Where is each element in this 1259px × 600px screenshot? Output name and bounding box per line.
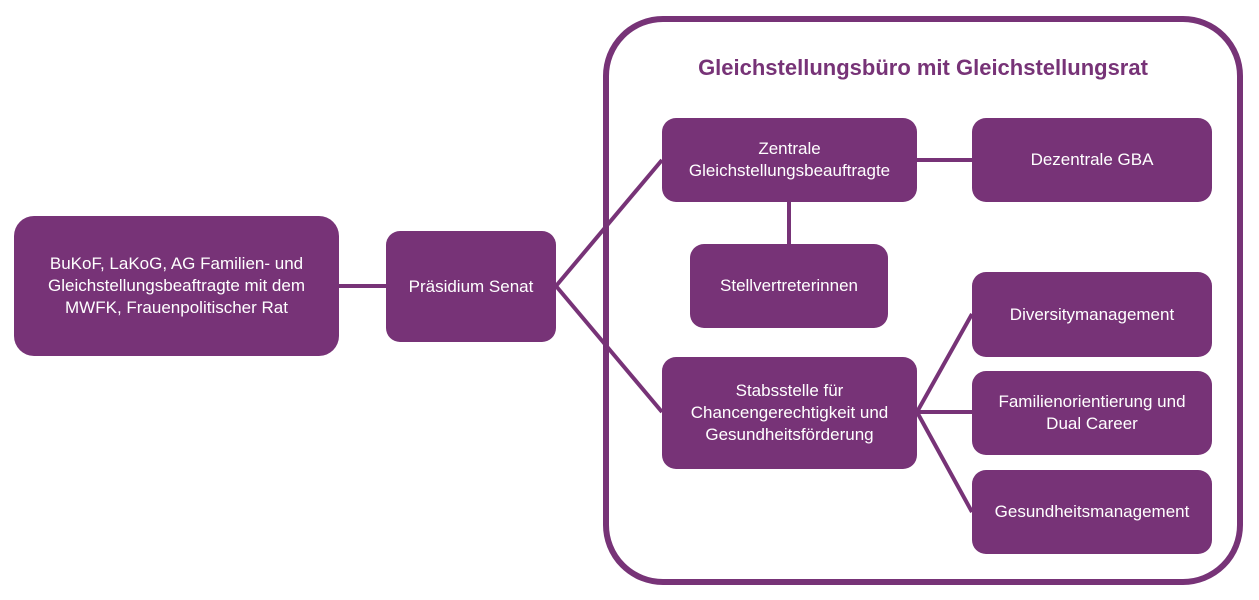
node-diversity: Diversitymanagement	[972, 272, 1212, 357]
node-familien: Familienorientierung und Dual Career	[972, 371, 1212, 455]
gleichstellungsbuero-container	[603, 16, 1243, 585]
node-zentrale: Zentrale Gleichstellungsbeauftragte	[662, 118, 917, 202]
node-dezentrale: Dezentrale GBA	[972, 118, 1212, 202]
node-stabsstelle: Stabsstelle für Chancengerechtigkeit und…	[662, 357, 917, 469]
connector-praesidium-zentrale	[554, 158, 664, 288]
connector-praesidium-stabsstelle	[554, 284, 664, 414]
node-praesidium: Präsidium Senat	[386, 231, 556, 342]
connector-stabsstelle-gesundheit	[915, 411, 974, 513]
node-external: BuKoF, LaKoG, AG Familien- und Gleichste…	[14, 216, 339, 356]
node-stellvertreterinnen: Stellvertreterinnen	[690, 244, 888, 328]
node-gesundheit: Gesundheitsmanagement	[972, 470, 1212, 554]
group-title: Gleichstellungsbüro mit Gleichstellungsr…	[698, 55, 1148, 80]
connector-stabsstelle-diversity	[915, 313, 974, 413]
